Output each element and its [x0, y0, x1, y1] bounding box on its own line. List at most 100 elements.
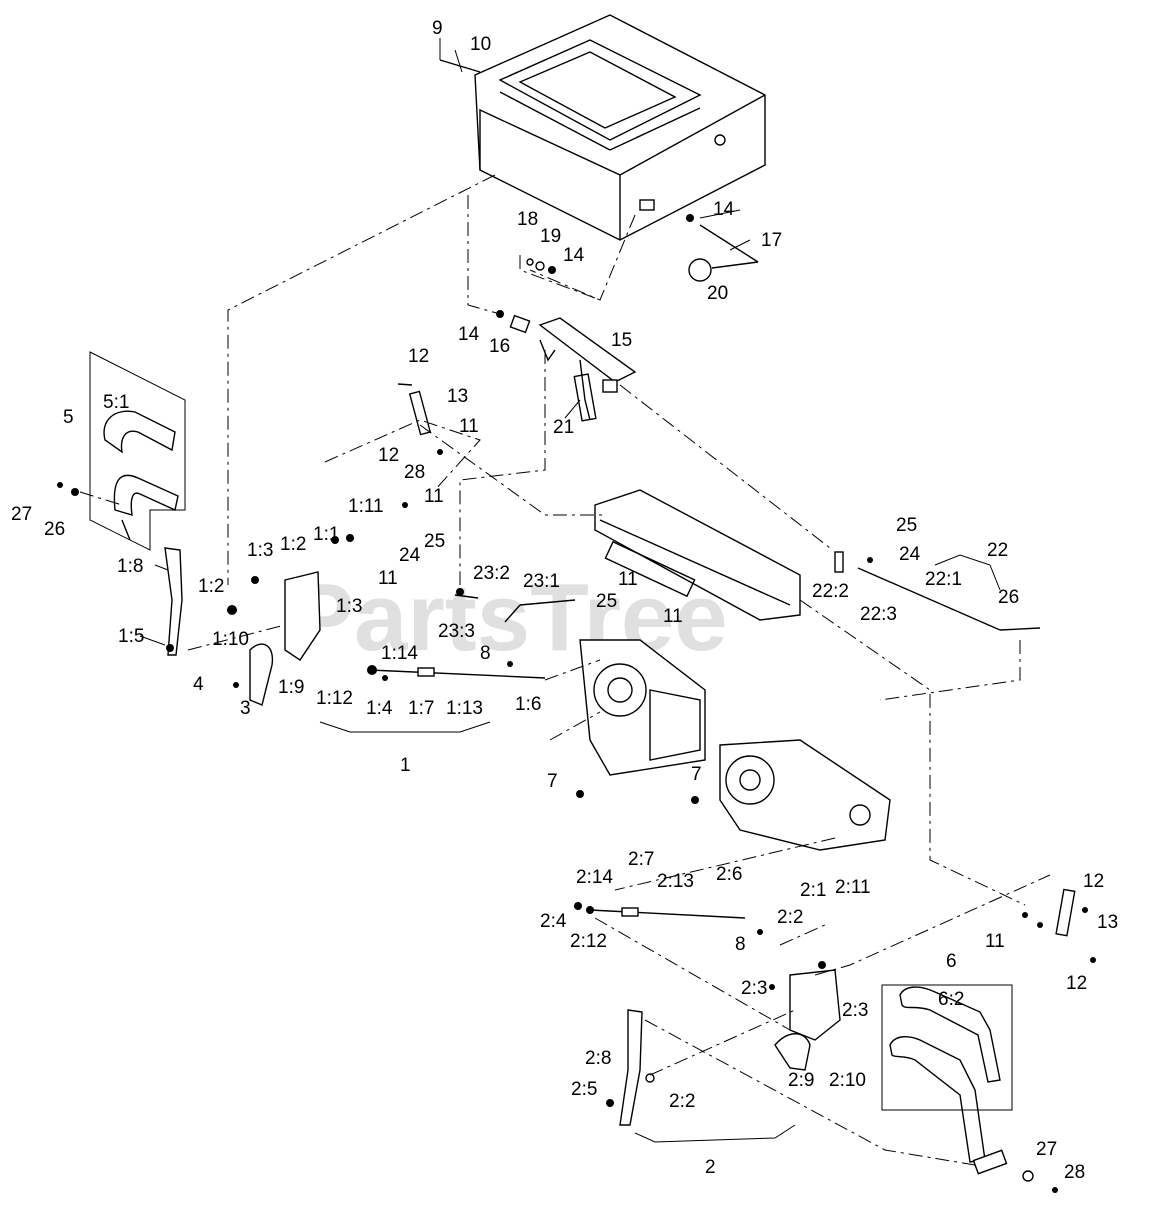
callout: 22	[987, 540, 1008, 561]
callout: 14	[563, 245, 585, 266]
callout: 28	[1064, 1162, 1085, 1183]
leader-lines	[79, 174, 1051, 1166]
callout: 2:9	[788, 1070, 814, 1091]
callout: 11	[663, 606, 683, 627]
callout: 23:3	[438, 621, 475, 642]
handle-left	[89, 351, 186, 551]
knob-rod	[686, 214, 759, 282]
callout: 23:2	[473, 563, 510, 584]
callout: 2:3	[842, 1000, 868, 1021]
callout: 2:5	[571, 1079, 597, 1100]
group-brackets	[319, 554, 1001, 1143]
callout: 9	[432, 18, 443, 39]
callout: 14	[458, 324, 480, 345]
handle-right	[881, 984, 1034, 1182]
callout: 1:14	[381, 643, 418, 664]
callout: 5:1	[103, 392, 129, 413]
callout-labels: 1 1:1 1:2 1:2 1:3 1:3 1:4 1:5 1:6 1:7 1:…	[11, 18, 1118, 1183]
callout: 1:4	[366, 698, 393, 719]
callout: 1:6	[515, 694, 541, 715]
callout: 1:2	[198, 576, 224, 597]
callout: 20	[707, 283, 728, 304]
callout: 22:1	[925, 569, 962, 590]
callout: 11	[618, 569, 638, 590]
callout: 12	[408, 346, 429, 367]
callout: 27	[11, 504, 32, 525]
callout: 13	[1097, 912, 1118, 933]
callout: 1:9	[278, 677, 304, 698]
callout: 8	[735, 934, 746, 955]
lever-1-8	[164, 547, 183, 656]
callout: 2:13	[657, 871, 694, 892]
callout: 25	[424, 531, 445, 552]
callout: 21	[553, 417, 574, 438]
damper-upper	[397, 383, 443, 508]
callout: 7	[547, 771, 558, 792]
lever-2-8	[606, 1009, 655, 1126]
callout: 11	[424, 486, 444, 507]
callout: 2:11	[835, 877, 871, 898]
callout: 2:3	[741, 978, 767, 999]
callout: 6:2	[938, 989, 964, 1010]
callout: 13	[447, 386, 468, 407]
callout: 2:2	[669, 1091, 695, 1112]
callout: 1:12	[316, 688, 353, 709]
callout: 1:10	[212, 629, 249, 650]
callout: 1:8	[117, 556, 143, 577]
callout: 1	[400, 755, 411, 776]
callout: 8	[480, 643, 491, 664]
callout: 19	[540, 226, 561, 247]
rod-22	[834, 551, 1041, 631]
small-hardware	[519, 255, 596, 299]
callout: 14	[713, 199, 735, 220]
rod-23	[454, 588, 576, 623]
callout: 7	[691, 764, 702, 785]
callout: 10	[470, 34, 491, 55]
cable-2	[586, 906, 763, 935]
callout: 16	[489, 336, 510, 357]
hardware-dots	[57, 482, 1096, 1193]
callout: 24	[399, 545, 421, 566]
callout: 1:5	[118, 626, 144, 647]
callout: 1:3	[336, 596, 362, 617]
cable-1	[367, 661, 546, 681]
callout: 11	[459, 416, 479, 437]
callout: 12	[1066, 973, 1087, 994]
callout: 18	[517, 209, 538, 230]
callout: 2	[705, 1157, 716, 1178]
callout: 4	[193, 674, 204, 695]
callout: 2:1	[800, 880, 826, 901]
callout: 25	[596, 591, 617, 612]
callout: 2:10	[829, 1070, 866, 1091]
callout: 2:7	[628, 849, 654, 870]
center-plate	[594, 489, 801, 621]
transmission-right	[719, 739, 891, 851]
lever-assembly	[496, 310, 637, 422]
callout: 11	[985, 931, 1005, 952]
callout: 15	[611, 330, 632, 351]
callout: 26	[998, 587, 1019, 608]
callout: 2:6	[716, 864, 742, 885]
callout: 11	[378, 568, 398, 589]
callout: 23:1	[523, 571, 560, 592]
frame-assembly	[439, 14, 766, 241]
callout: 1:13	[446, 698, 483, 719]
callout: 3	[240, 698, 251, 719]
callout: 1:2	[280, 534, 306, 555]
callout: 2:14	[576, 867, 613, 888]
callout: 1:11	[348, 496, 384, 517]
label-ticks	[139, 38, 751, 646]
callout: 22:2	[812, 581, 849, 602]
callout: 12	[378, 445, 399, 466]
callout: 2:12	[570, 931, 607, 952]
callout: 22:3	[860, 604, 897, 625]
callout: 2:8	[585, 1048, 611, 1069]
callout: 17	[761, 230, 782, 251]
callout: 1:7	[408, 698, 434, 719]
callout: 5	[63, 407, 74, 428]
callout: 2:2	[777, 907, 803, 928]
callout: 2:4	[540, 911, 567, 932]
callout: 25	[896, 515, 917, 536]
callout: 26	[44, 519, 65, 540]
